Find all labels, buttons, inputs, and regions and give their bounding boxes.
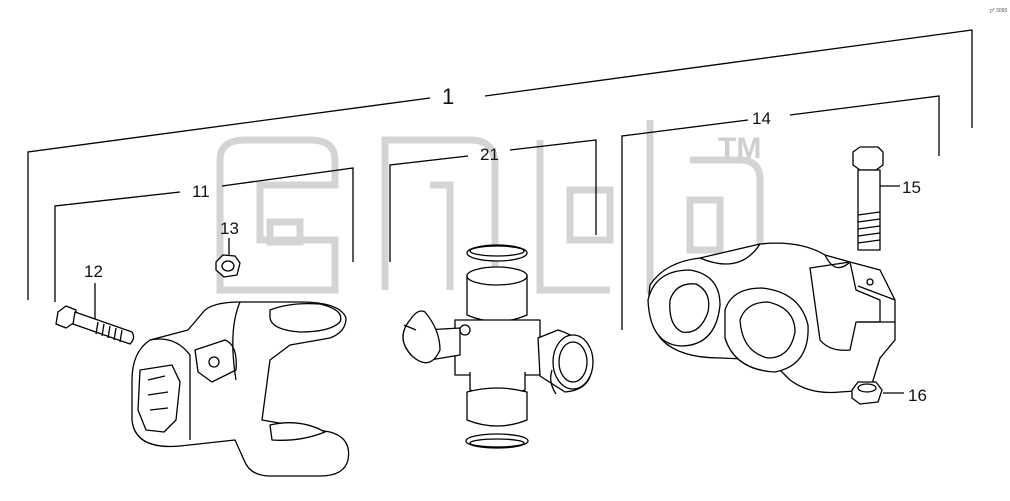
bracket-1 [27, 29, 973, 300]
callout-11: 11 [192, 182, 210, 201]
part-16-nut [851, 381, 904, 405]
bracket-11 [54, 167, 354, 302]
part-15-bolt [852, 146, 900, 251]
callout-12: 12 [84, 262, 103, 281]
part-11-yoke [131, 301, 350, 477]
callout-1: 1 [442, 84, 454, 109]
callout-13: 13 [220, 219, 239, 238]
corner-code: p* 3095 [990, 8, 1007, 14]
callout-21: 21 [480, 145, 499, 164]
callout-15: 15 [902, 178, 921, 197]
bracket-14 [621, 95, 940, 330]
part-12-bolt [55, 283, 135, 345]
part-21-cross-kit [402, 244, 594, 449]
bracket-21 [389, 139, 597, 262]
part-14-clamp-yoke [647, 242, 896, 394]
callout-14: 14 [752, 109, 771, 128]
watermark-trademark: TM [718, 132, 761, 165]
callout-16: 16 [908, 386, 927, 405]
part-13-nut [215, 238, 241, 278]
